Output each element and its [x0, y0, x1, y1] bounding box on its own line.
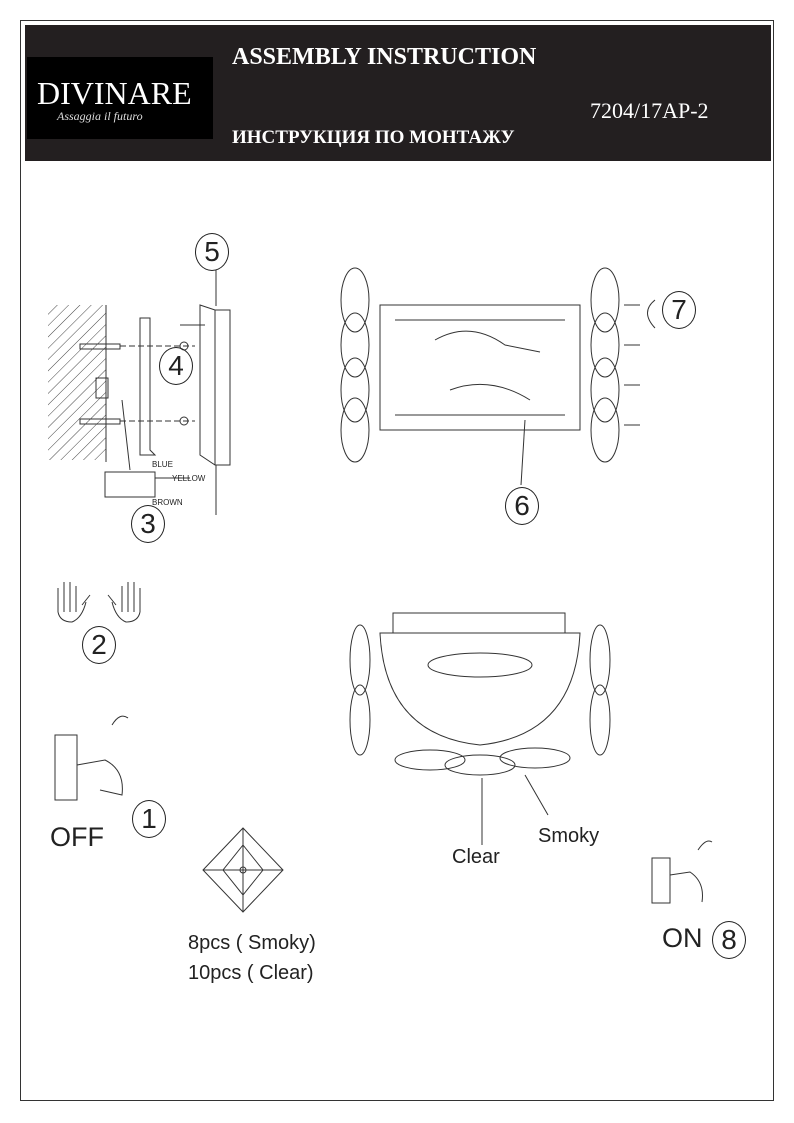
step-5-marker: 5 [195, 233, 229, 271]
step-6-marker: 6 [505, 487, 539, 525]
wall-mounting-diagram [48, 270, 231, 515]
step-3-marker: 3 [131, 505, 165, 543]
step-4-marker: 4 [159, 347, 193, 385]
fixture-front-view [349, 612, 611, 845]
brand-name: DIVINARE [37, 75, 192, 111]
wire-yellow-label: YELLOW [172, 474, 206, 483]
smoky-label: Smoky [538, 825, 600, 847]
gloves-icon [57, 582, 141, 623]
switch-on-icon [651, 840, 713, 904]
brand-tagline: Assaggia il futuro [57, 109, 143, 123]
brand-logo: DIVINARE Assaggia il futuro [27, 57, 213, 139]
switch-off-icon [54, 715, 129, 801]
title-english: ASSEMBLY INSTRUCTION [232, 44, 537, 70]
crystal-icon [202, 827, 284, 913]
clear-count: 10pcs ( Clear) [188, 962, 314, 984]
step-2-marker: 2 [82, 626, 116, 664]
wire-brown-label: BROWN [152, 498, 183, 507]
fixture-top-view [340, 267, 656, 486]
on-label: ON [662, 923, 703, 953]
step-1-marker: 1 [132, 800, 166, 838]
off-label: OFF [50, 822, 104, 852]
smoky-count: 8pcs ( Smoky) [188, 932, 316, 954]
step-8-marker: 8 [712, 921, 746, 959]
page-frame [20, 20, 774, 1101]
wire-blue-label: BLUE [152, 460, 173, 469]
model-number: 7204/17AP-2 [590, 98, 709, 123]
step-7-marker: 7 [662, 291, 696, 329]
clear-label: Clear [452, 846, 500, 868]
title-russian: ИНСТРУКЦИЯ ПО МОНТАЖУ [232, 127, 515, 148]
